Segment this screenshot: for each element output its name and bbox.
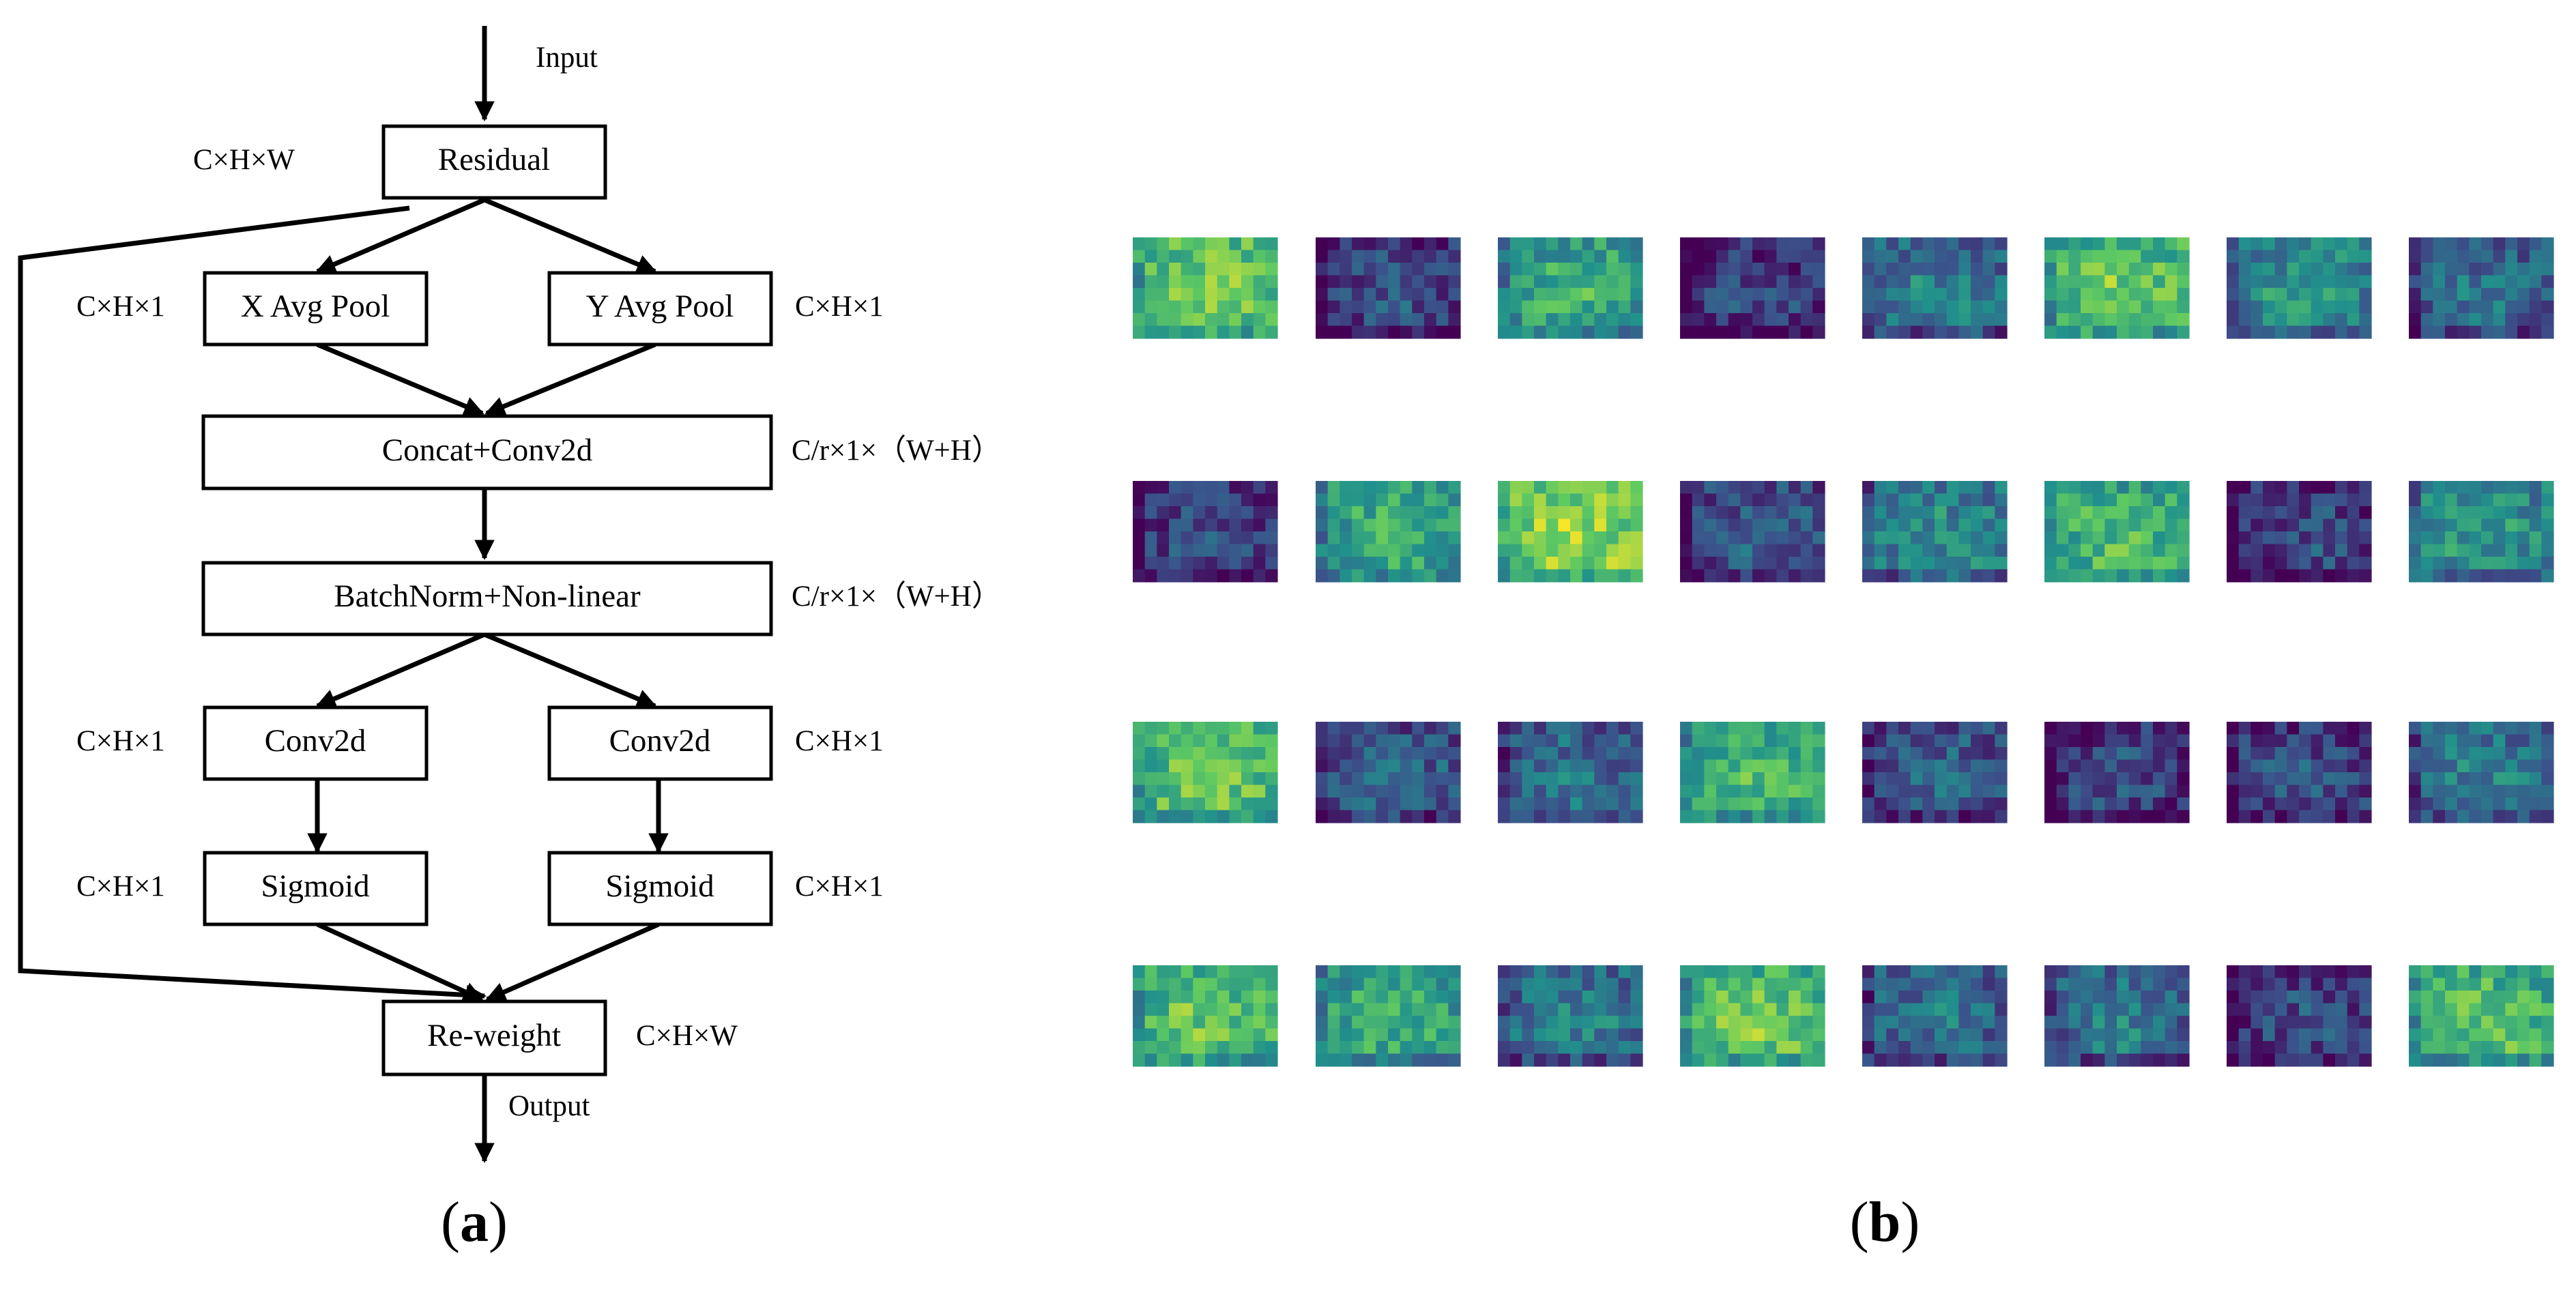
node-sigmoid-left-label: Sigmoid xyxy=(261,868,369,904)
node-x-avg-pool-label: X Avg Pool xyxy=(241,289,390,324)
shape-label-batchnorm: C/r×1×（W+H） xyxy=(792,581,1001,613)
edge-residual-xpool xyxy=(315,197,486,274)
edge-ypool-concat xyxy=(484,342,656,416)
heatmap-tile xyxy=(1862,481,2008,583)
heatmap-tile xyxy=(2227,965,2372,1067)
heatmap-tile xyxy=(2227,481,2372,583)
node-sigmoid-left: Sigmoid xyxy=(203,851,429,926)
input-label: Input xyxy=(536,42,598,74)
node-batchnorm: BatchNorm+Non-linear xyxy=(201,561,773,636)
node-batchnorm-label: BatchNorm+Non-linear xyxy=(334,578,641,614)
heatmap-tile xyxy=(1498,965,1643,1067)
node-sigmoid-right: Sigmoid xyxy=(547,851,773,926)
panel-a-flowchart: Residual X Avg Pool Y Avg Pool Concat+Co… xyxy=(18,26,1001,1254)
edge-xpool-concat xyxy=(316,342,484,416)
heatmap-tile xyxy=(1133,481,1278,583)
node-residual: Residual xyxy=(381,124,607,200)
shape-label-x-pool: C×H×1 xyxy=(76,291,165,323)
panel-b-heatmaps: (b) xyxy=(1133,237,2554,1254)
shape-label-y-pool: C×H×1 xyxy=(795,291,884,323)
heatmap-tile xyxy=(1680,965,1825,1067)
edge-sigmoidright-reweight xyxy=(485,922,660,1002)
heatmap-grid xyxy=(1133,237,2554,1067)
heatmap-tile xyxy=(1133,237,1278,339)
shape-label-reweight: C×H×W xyxy=(636,1020,738,1052)
heatmap-tile xyxy=(2409,722,2554,823)
heatmap-tile xyxy=(2044,481,2190,583)
edge-batchnorm-convleft xyxy=(315,632,486,709)
heatmap-tile xyxy=(1680,481,1825,583)
node-conv2d-right-label: Conv2d xyxy=(609,723,711,759)
node-concat-conv2d-label: Concat+Conv2d xyxy=(382,433,592,468)
heatmap-tile xyxy=(1498,481,1643,583)
node-reweight: Re-weight xyxy=(381,999,607,1076)
node-conv2d-left: Conv2d xyxy=(203,705,429,781)
heatmap-tile xyxy=(1133,965,1278,1067)
heatmap-tile xyxy=(2044,965,2190,1067)
heatmap-tile xyxy=(1498,722,1643,823)
heatmap-tile xyxy=(1316,965,1461,1067)
shape-label-conv-left: C×H×1 xyxy=(76,725,165,757)
heatmap-tile xyxy=(1862,965,2008,1067)
node-reweight-label: Re-weight xyxy=(427,1018,561,1053)
heatmap-tile xyxy=(1862,722,2008,823)
heatmap-tile xyxy=(1862,237,2008,339)
node-y-avg-pool-label: Y Avg Pool xyxy=(586,289,734,324)
edge-sigmoidleft-reweight xyxy=(316,922,484,1002)
heatmap-tile xyxy=(1133,722,1278,823)
shape-label-sigmoid-right: C×H×1 xyxy=(795,870,884,903)
edges xyxy=(18,26,669,1163)
shape-label-concat: C/r×1×（W+H） xyxy=(792,435,1001,467)
node-sigmoid-right-label: Sigmoid xyxy=(605,868,714,904)
heatmap-tile xyxy=(1680,237,1825,339)
node-x-avg-pool: X Avg Pool xyxy=(203,271,429,347)
edge-residual-ypool xyxy=(483,197,657,274)
node-residual-label: Residual xyxy=(438,142,550,177)
output-label: Output xyxy=(508,1090,590,1122)
heatmap-tile xyxy=(2409,237,2554,339)
caption-a: (a) xyxy=(441,1190,508,1254)
edge-residual-skip xyxy=(18,205,487,1006)
node-y-avg-pool: Y Avg Pool xyxy=(547,271,773,347)
heatmap-tile xyxy=(1680,722,1825,823)
shape-label-sigmoid-left: C×H×1 xyxy=(76,870,165,903)
heatmap-tile xyxy=(1316,237,1461,339)
edge-batchnorm-convright xyxy=(483,632,657,709)
heatmap-tile xyxy=(1316,481,1461,583)
node-conv2d-left-label: Conv2d xyxy=(265,723,366,759)
heatmap-tile xyxy=(1498,237,1643,339)
heatmap-tile xyxy=(2044,722,2190,823)
heatmap-tile xyxy=(2409,965,2554,1067)
heatmap-tile xyxy=(1316,722,1461,823)
shape-label-conv-right: C×H×1 xyxy=(795,725,884,757)
node-conv2d-right: Conv2d xyxy=(547,705,773,781)
heatmap-tile xyxy=(2409,481,2554,583)
caption-b: (b) xyxy=(1850,1190,1920,1254)
heatmap-tile xyxy=(2227,237,2372,339)
heatmap-tile xyxy=(2227,722,2372,823)
shape-label-residual: C×H×W xyxy=(193,144,295,176)
node-concat-conv2d: Concat+Conv2d xyxy=(201,414,773,490)
heatmap-tile xyxy=(2044,237,2190,339)
